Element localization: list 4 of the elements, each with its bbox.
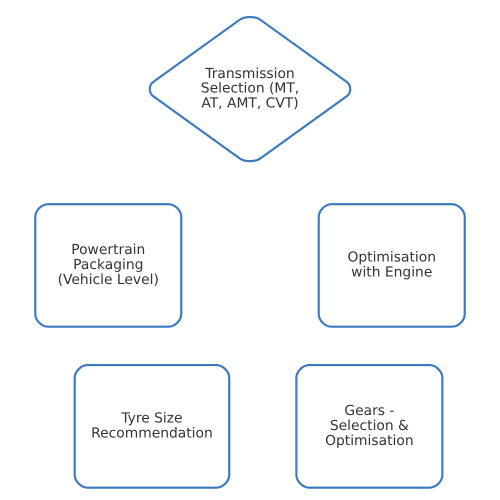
node-box: Optimisation with Engine (318, 203, 466, 328)
node-box: Tyre Size Recommendation (74, 364, 230, 489)
node-box: Gears - Selection & Optimisation (295, 364, 444, 489)
node-box: Powertrain Packaging (Vehicle Level) (34, 203, 182, 328)
